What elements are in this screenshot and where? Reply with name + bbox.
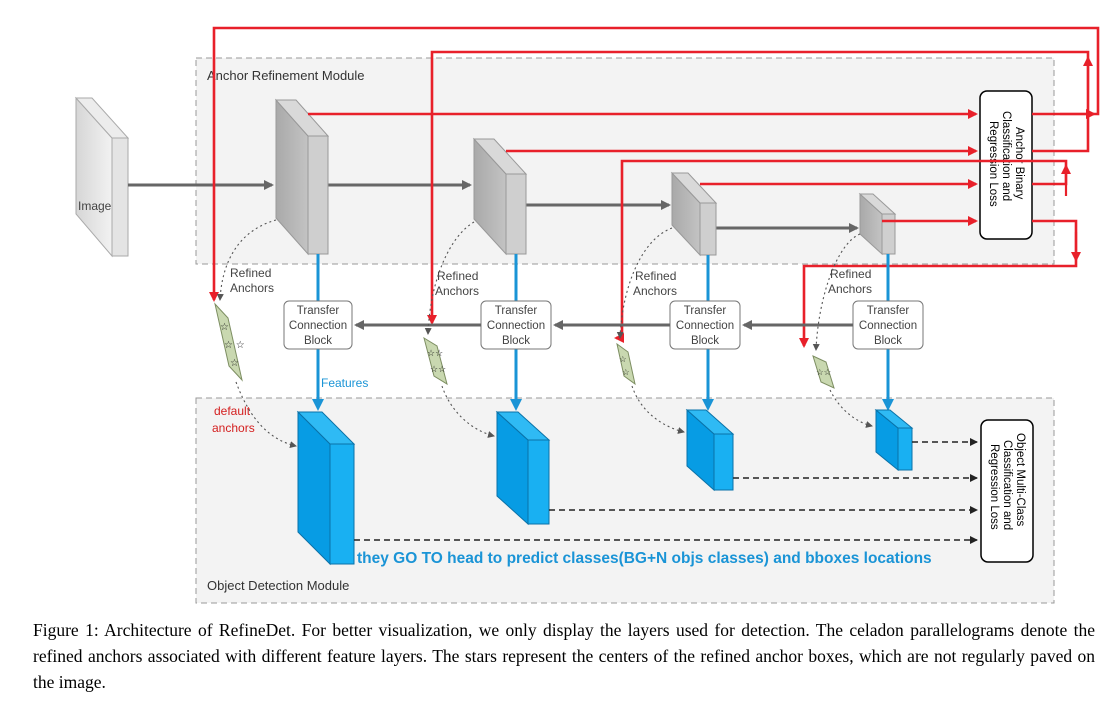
svg-text:☆☆: ☆☆ xyxy=(430,364,446,374)
feature-to-anchor-link xyxy=(616,227,673,339)
figure-caption: Figure 1: Architecture of RefineDet. For… xyxy=(33,620,1095,692)
svg-text:Transfer: Transfer xyxy=(867,305,910,317)
arm-feature-map-4 xyxy=(858,192,897,256)
svg-text:☆: ☆ xyxy=(220,322,229,333)
svg-text:Connection: Connection xyxy=(487,320,545,332)
features-label: Features xyxy=(321,376,368,390)
arm-feature-map-3 xyxy=(670,171,718,257)
refined-anchors-label-3: Refined xyxy=(635,269,676,283)
svg-text:Transfer: Transfer xyxy=(684,305,727,317)
arm-loss-line-3: Regression Loss xyxy=(987,121,999,207)
svg-text:☆☆: ☆☆ xyxy=(427,348,443,358)
svg-text:Connection: Connection xyxy=(676,320,734,332)
odm-loss-box: Object Multi-Class Classification and Re… xyxy=(980,419,1034,563)
arm-loss-line-2: Classification and xyxy=(1000,111,1012,201)
arm-loss-line-1: Anchor Binary xyxy=(1013,127,1025,199)
svg-text:Anchors: Anchors xyxy=(435,284,479,298)
refined-anchors-2: ☆☆ ☆☆ xyxy=(423,336,448,386)
image-label: Image xyxy=(78,199,112,213)
svg-text:Transfer: Transfer xyxy=(297,305,340,317)
arm-feature-map-2 xyxy=(472,137,528,256)
refined-anchors-label-2: Refined xyxy=(437,269,478,283)
odm-title: Object Detection Module xyxy=(207,578,349,593)
svg-text:☆: ☆ xyxy=(619,354,627,364)
anchor-to-odm-link xyxy=(829,389,873,428)
refine-feedback-arrow-4 xyxy=(799,219,1078,348)
arm-feature-map-1 xyxy=(274,98,330,256)
odm-feature-map-4 xyxy=(874,408,914,472)
svg-text:anchors: anchors xyxy=(212,421,255,435)
svg-text:Anchors: Anchors xyxy=(230,281,274,295)
svg-text:Connection: Connection xyxy=(859,320,917,332)
refined-anchors-label-1: Refined xyxy=(230,266,271,280)
svg-text:Block: Block xyxy=(691,335,719,347)
head-annotation: they GO TO head to predict classes(BG+N … xyxy=(357,550,932,567)
input-image: Image xyxy=(74,96,130,258)
svg-text:Block: Block xyxy=(874,335,902,347)
svg-text:Block: Block xyxy=(502,335,530,347)
refined-anchors-label-4: Refined xyxy=(830,267,871,281)
anchor-to-odm-link xyxy=(631,385,685,434)
svg-text:Connection: Connection xyxy=(289,320,347,332)
tcb-1: Transfer Connection Block xyxy=(283,300,353,350)
feature-to-anchor-link xyxy=(812,233,861,351)
svg-text:☆ ☆: ☆ ☆ xyxy=(224,340,245,351)
odm-loss-line-2: Classification and xyxy=(1001,440,1013,530)
odm-loss-line-1: Object Multi-Class xyxy=(1014,433,1026,527)
odm-loss-line-3: Regression Loss xyxy=(988,444,1000,530)
refined-anchors-4: ☆☆ xyxy=(812,355,835,389)
svg-text:☆: ☆ xyxy=(230,358,239,369)
refined-anchors-1: ☆ ☆ ☆ ☆ xyxy=(214,302,245,382)
arm-title: Anchor Refinement Module xyxy=(207,68,365,83)
svg-text:☆☆: ☆☆ xyxy=(816,367,832,377)
svg-text:Block: Block xyxy=(304,335,332,347)
odm-feature-map-1 xyxy=(296,410,356,566)
arm-loss-box: Anchor Binary Classification and Regress… xyxy=(979,90,1033,240)
refined-anchors-3: ☆ ☆ xyxy=(616,342,636,386)
svg-text:Transfer: Transfer xyxy=(495,305,538,317)
svg-text:Anchors: Anchors xyxy=(828,282,872,296)
default-anchors-label: default xyxy=(214,404,251,418)
odm-feature-map-3 xyxy=(685,408,735,492)
tcb-3: Transfer Connection Block xyxy=(669,300,741,350)
tcb-2: Transfer Connection Block xyxy=(480,300,552,350)
svg-text:☆: ☆ xyxy=(622,367,630,377)
refinedet-diagram: Anchor Refinement Module Object Detectio… xyxy=(74,26,1100,604)
anchor-to-odm-link xyxy=(235,381,297,449)
refine-feedback-arrow-2 xyxy=(427,50,1090,325)
feature-to-anchor-link xyxy=(216,219,277,301)
svg-text:Anchors: Anchors xyxy=(633,284,677,298)
tcb-4: Transfer Connection Block xyxy=(852,300,924,350)
odm-feature-map-2 xyxy=(495,410,551,526)
